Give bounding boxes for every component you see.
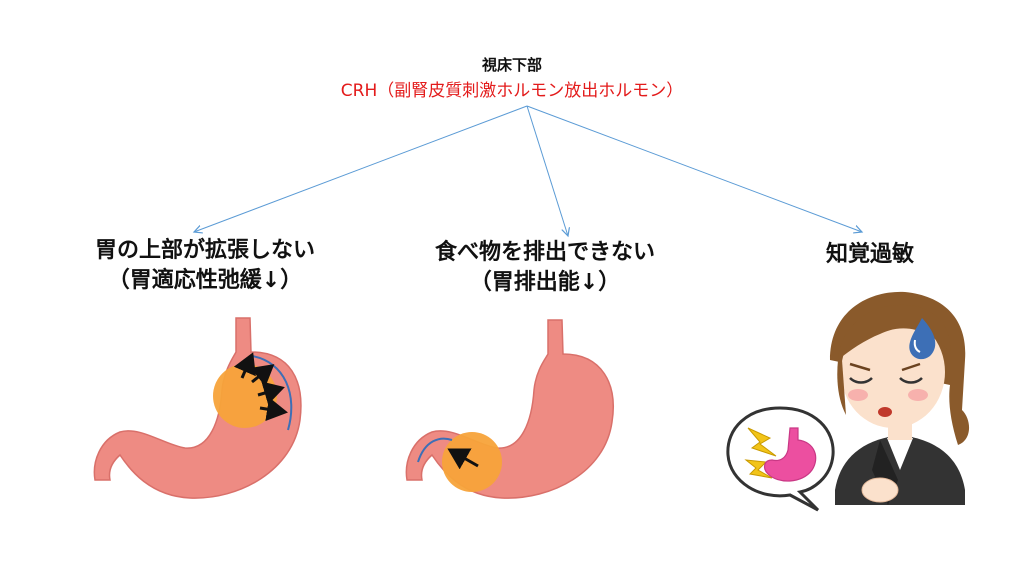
thought-bubble: [726, 406, 835, 512]
lightning-icon: [747, 427, 777, 457]
connector-left: [194, 105, 528, 232]
connector-right: [526, 105, 862, 232]
expansion-arrow: [257, 381, 285, 405]
stomach-illustration-middle: [405, 319, 614, 499]
branch-right-title: 知覚過敏: [825, 242, 914, 267]
expansion-arrow: [259, 397, 288, 422]
hypothalamus-label: 視床下部: [481, 56, 542, 74]
small-stomach-icon: [763, 427, 817, 482]
emptying-arrow: [447, 448, 479, 470]
woman-stomach-ache-illustration: [726, 291, 970, 512]
expansion-arrow: [233, 352, 256, 379]
expansion-arrow: [250, 364, 275, 387]
connector-middle: [526, 105, 568, 236]
crh-label: CRH（副腎皮質刺激ホルモン放出ホルモン）: [340, 81, 684, 101]
branch-left-title: 胃の上部が拡張しない: [94, 238, 315, 263]
stomach-illustration-left: [93, 317, 302, 499]
branch-left-subtitle: （胃適応性弛緩↓）: [107, 268, 303, 293]
branch-middle-title: 食べ物を排出できない: [434, 240, 655, 265]
branch-middle-subtitle: （胃排出能↓）: [469, 270, 621, 295]
